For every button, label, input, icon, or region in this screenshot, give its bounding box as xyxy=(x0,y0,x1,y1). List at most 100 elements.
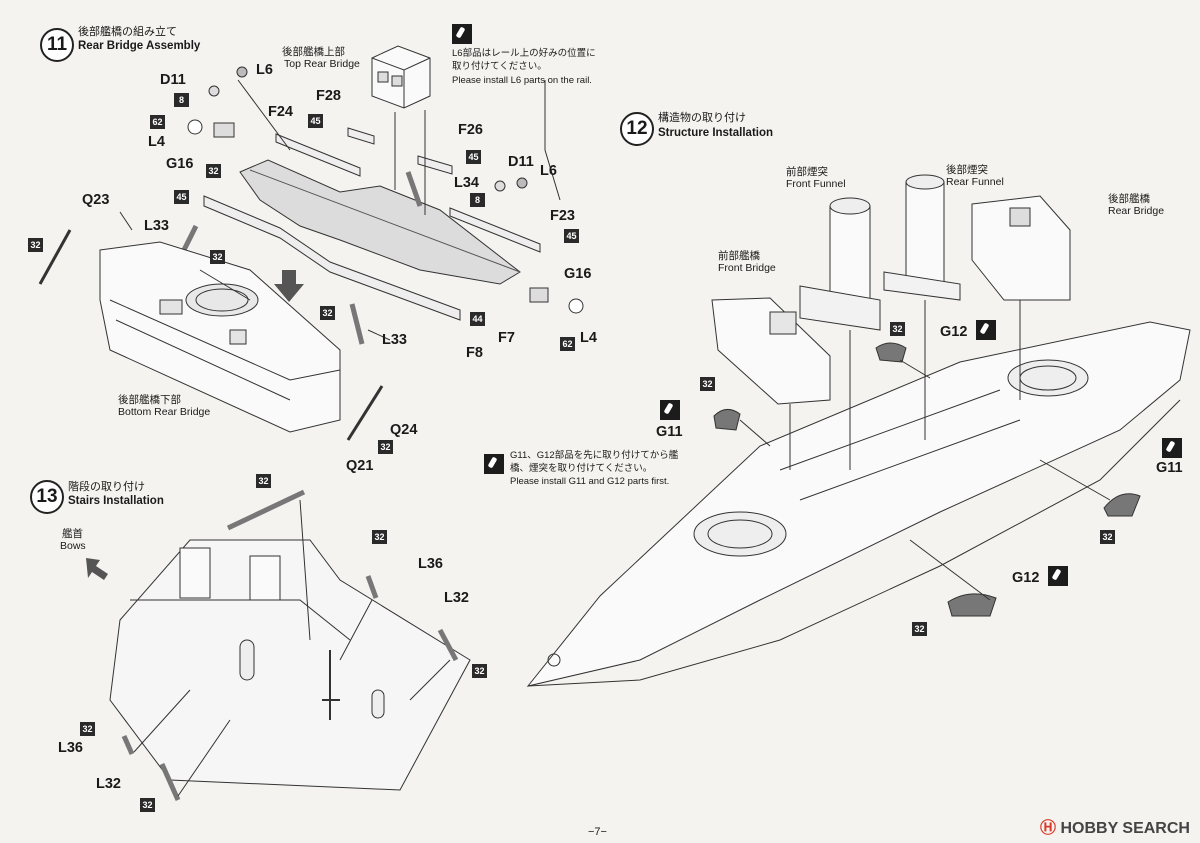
part-g16: G16 xyxy=(166,156,194,172)
part-badge-32: 32 xyxy=(206,164,221,178)
top-rear-bridge-label-jp: 後部艦橋上部 xyxy=(282,46,345,58)
railing-f24 xyxy=(275,133,361,177)
part-d11: D11 xyxy=(160,72,186,88)
part-f24: F24 xyxy=(268,104,293,120)
part-badge-62: 62 xyxy=(150,115,165,129)
ladder-q21 xyxy=(226,489,306,531)
ladder-l36-top xyxy=(365,575,379,599)
part-badge-45: 45 xyxy=(308,114,323,128)
stairs-structure-drawing xyxy=(109,539,471,791)
part-l6: L6 xyxy=(540,163,557,179)
part-badge-32: 32 xyxy=(890,322,905,336)
front-funnel-label-jp: 前部煙突 xyxy=(786,166,828,178)
part-l36: L36 xyxy=(58,740,83,756)
rear-bridge-small-drawing xyxy=(971,195,1071,301)
part-badge-32: 32 xyxy=(700,377,715,391)
bows-arrow xyxy=(86,558,108,580)
glue-icon xyxy=(452,24,472,44)
part-g11: G11 xyxy=(656,424,683,440)
part-d11: D11 xyxy=(508,154,534,170)
step-12-note-jp-1: G11、G12部品を先に取り付けてから艦 xyxy=(510,450,679,461)
part-g11: G11 xyxy=(1156,460,1183,476)
part-badge-44: 44 xyxy=(470,312,485,326)
part-badge-32: 32 xyxy=(912,622,927,636)
rear-funnel-label-jp: 後部煙突 xyxy=(946,164,988,176)
step-12-note-jp-2: 橋、煙突を取り付けてください。 xyxy=(510,463,653,474)
watermark-brand: HOBBY xyxy=(1060,820,1118,837)
bows-label-jp: 艦首 xyxy=(62,528,83,540)
hull-drawing xyxy=(526,321,1191,687)
step-12-title-jp: 構造物の取り付け xyxy=(658,112,746,124)
part-badge-32: 32 xyxy=(256,474,271,488)
glue-icon xyxy=(976,320,996,340)
part-f26: F26 xyxy=(458,122,483,138)
top-rear-bridge-drawing xyxy=(371,45,431,109)
rear-funnel-drawing xyxy=(883,174,961,301)
ladder-l36-bottom xyxy=(121,734,135,756)
step-13-title-jp: 階段の取り付け xyxy=(68,481,145,493)
glue-icon xyxy=(1162,438,1182,458)
front-funnel-drawing xyxy=(799,197,881,331)
part-l33: L33 xyxy=(382,332,407,348)
glue-icon xyxy=(484,454,504,474)
part-l33: L33 xyxy=(144,218,169,234)
part-badge-62: 62 xyxy=(560,337,575,351)
page-number: −7− xyxy=(588,826,607,838)
step-11-number: 11 xyxy=(40,28,74,62)
front-bridge-label-jp: 前部艦橋 xyxy=(718,250,760,262)
part-badge-32: 32 xyxy=(210,250,225,264)
rod-q24 xyxy=(346,385,384,441)
railing-f8 xyxy=(203,195,461,321)
part-l34: L34 xyxy=(454,175,479,191)
part-q21: Q21 xyxy=(346,458,374,474)
part-badge-8: 8 xyxy=(470,193,485,207)
bottom-rear-bridge-drawing xyxy=(99,241,341,433)
glue-icon xyxy=(1048,566,1068,586)
ladder-l32-top xyxy=(437,628,459,662)
bows-label-en: Bows xyxy=(60,540,86,552)
part-badge-32: 32 xyxy=(472,664,487,678)
ladder-l32-bottom xyxy=(159,762,181,802)
front-funnel-label-en: Front Funnel xyxy=(786,178,846,190)
part-badge-32: 32 xyxy=(28,238,43,252)
glue-icon xyxy=(660,400,680,420)
rear-funnel-label-en: Rear Funnel xyxy=(946,176,1004,188)
watermark-logo: Ⓗ HOBBY SEARCH xyxy=(1040,820,1190,837)
railing-f26 xyxy=(417,155,453,175)
part-badge-32: 32 xyxy=(1100,530,1115,544)
part-badge-45: 45 xyxy=(174,190,189,204)
part-badge-32: 32 xyxy=(378,440,393,454)
railing-f28 xyxy=(347,127,375,145)
step-11-title-jp: 後部艦橋の組み立て xyxy=(78,26,177,38)
part-l32: L32 xyxy=(96,776,121,792)
part-g12: G12 xyxy=(940,324,968,340)
rod-q23 xyxy=(38,229,72,285)
part-l6: L6 xyxy=(256,62,273,78)
part-badge-32: 32 xyxy=(372,530,387,544)
step-11-note-en: Please install L6 parts on the rail. xyxy=(452,75,592,86)
part-q24: Q24 xyxy=(390,422,418,438)
part-l32: L32 xyxy=(444,590,469,606)
part-badge-8: 8 xyxy=(174,93,189,107)
step-12-number: 12 xyxy=(620,112,654,146)
part-f7: F7 xyxy=(498,330,515,346)
front-bridge-label-en: Front Bridge xyxy=(718,262,776,274)
part-f23: F23 xyxy=(550,208,575,224)
step-11-note-jp-2: 取り付けてください。 xyxy=(452,61,547,72)
bottom-rear-bridge-label-jp: 後部艦橋下部 xyxy=(118,394,181,406)
part-l36: L36 xyxy=(418,556,443,572)
part-q23: Q23 xyxy=(82,192,110,208)
part-g12: G12 xyxy=(1012,570,1040,586)
part-badge-32: 32 xyxy=(80,722,95,736)
step-12-title-en: Structure Installation xyxy=(658,127,774,139)
assembly-arrow xyxy=(274,270,304,302)
front-bridge-drawing xyxy=(711,297,831,405)
rear-bridge-label-en: Rear Bridge xyxy=(1108,205,1165,217)
part-f8: F8 xyxy=(466,345,483,361)
step-13-number: 13 xyxy=(30,480,64,514)
part-l4: L4 xyxy=(148,134,165,150)
ladder-l33-bottom xyxy=(349,303,365,345)
rear-bridge-deck-plate xyxy=(239,159,521,285)
bottom-rear-bridge-label-en: Bottom Rear Bridge xyxy=(118,406,211,418)
